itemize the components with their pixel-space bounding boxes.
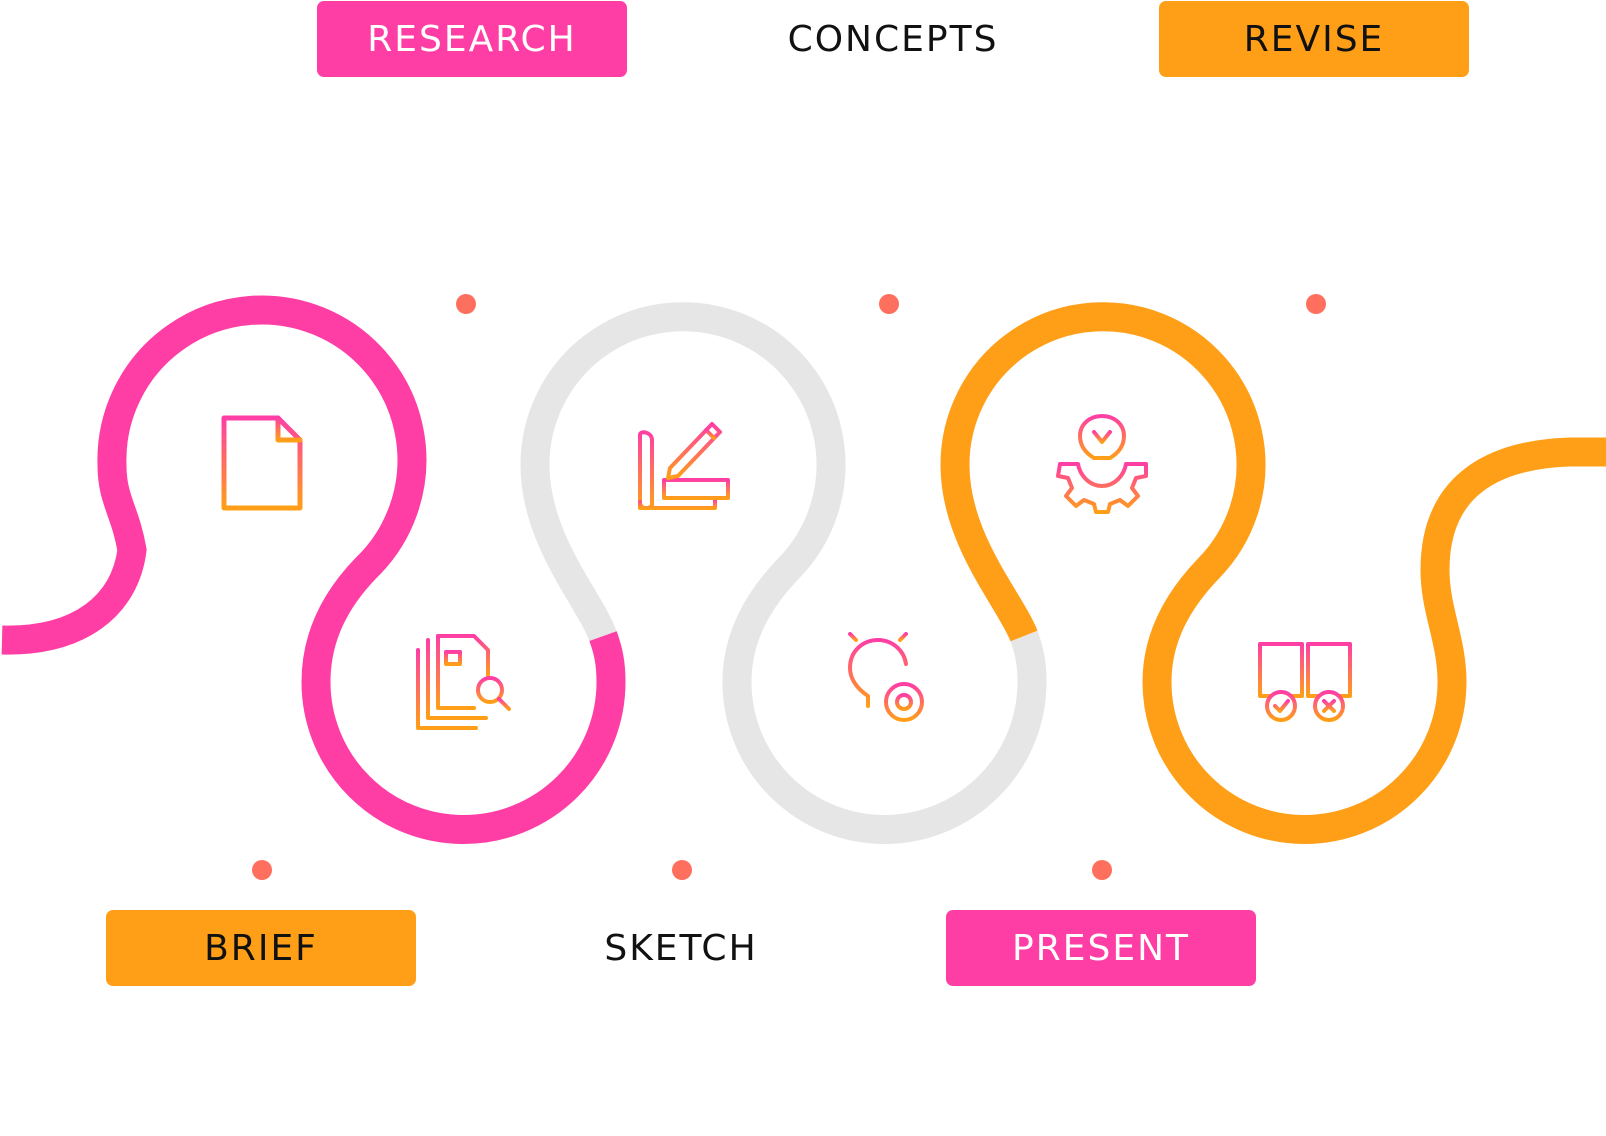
path-segment-orange xyxy=(940,302,1606,844)
step-label-research: RESEARCH xyxy=(317,1,627,77)
idea-gear-icon xyxy=(1056,414,1148,514)
document-search-icon xyxy=(416,634,511,730)
step-label-text: REVISE xyxy=(1243,18,1385,60)
step-label-text: PRESENT xyxy=(1012,927,1190,969)
compare-sheets-icon xyxy=(1258,642,1352,722)
step-label-concepts: CONCEPTS xyxy=(738,1,1048,77)
marker-dot xyxy=(879,294,899,314)
path-segment-pink xyxy=(1,295,626,844)
step-label-text: CONCEPTS xyxy=(787,18,999,60)
path-segment-gray xyxy=(520,302,1047,844)
marker-dot xyxy=(672,860,692,880)
lightbulb-gear-icon xyxy=(836,622,930,728)
marker-dot xyxy=(252,860,272,880)
blueprint-pencil-icon xyxy=(638,422,730,511)
step-label-brief: BRIEF xyxy=(106,910,416,986)
step-label-sketch: SKETCH xyxy=(526,910,836,986)
marker-dot xyxy=(1092,860,1112,880)
step-label-text: RESEARCH xyxy=(367,18,577,60)
step-label-text: SKETCH xyxy=(604,927,758,969)
marker-dot xyxy=(456,294,476,314)
step-label-text: BRIEF xyxy=(204,927,318,969)
marker-dot xyxy=(1306,294,1326,314)
step-label-revise: REVISE xyxy=(1159,1,1469,77)
step-label-present: PRESENT xyxy=(946,910,1256,986)
document-icon xyxy=(221,415,303,511)
